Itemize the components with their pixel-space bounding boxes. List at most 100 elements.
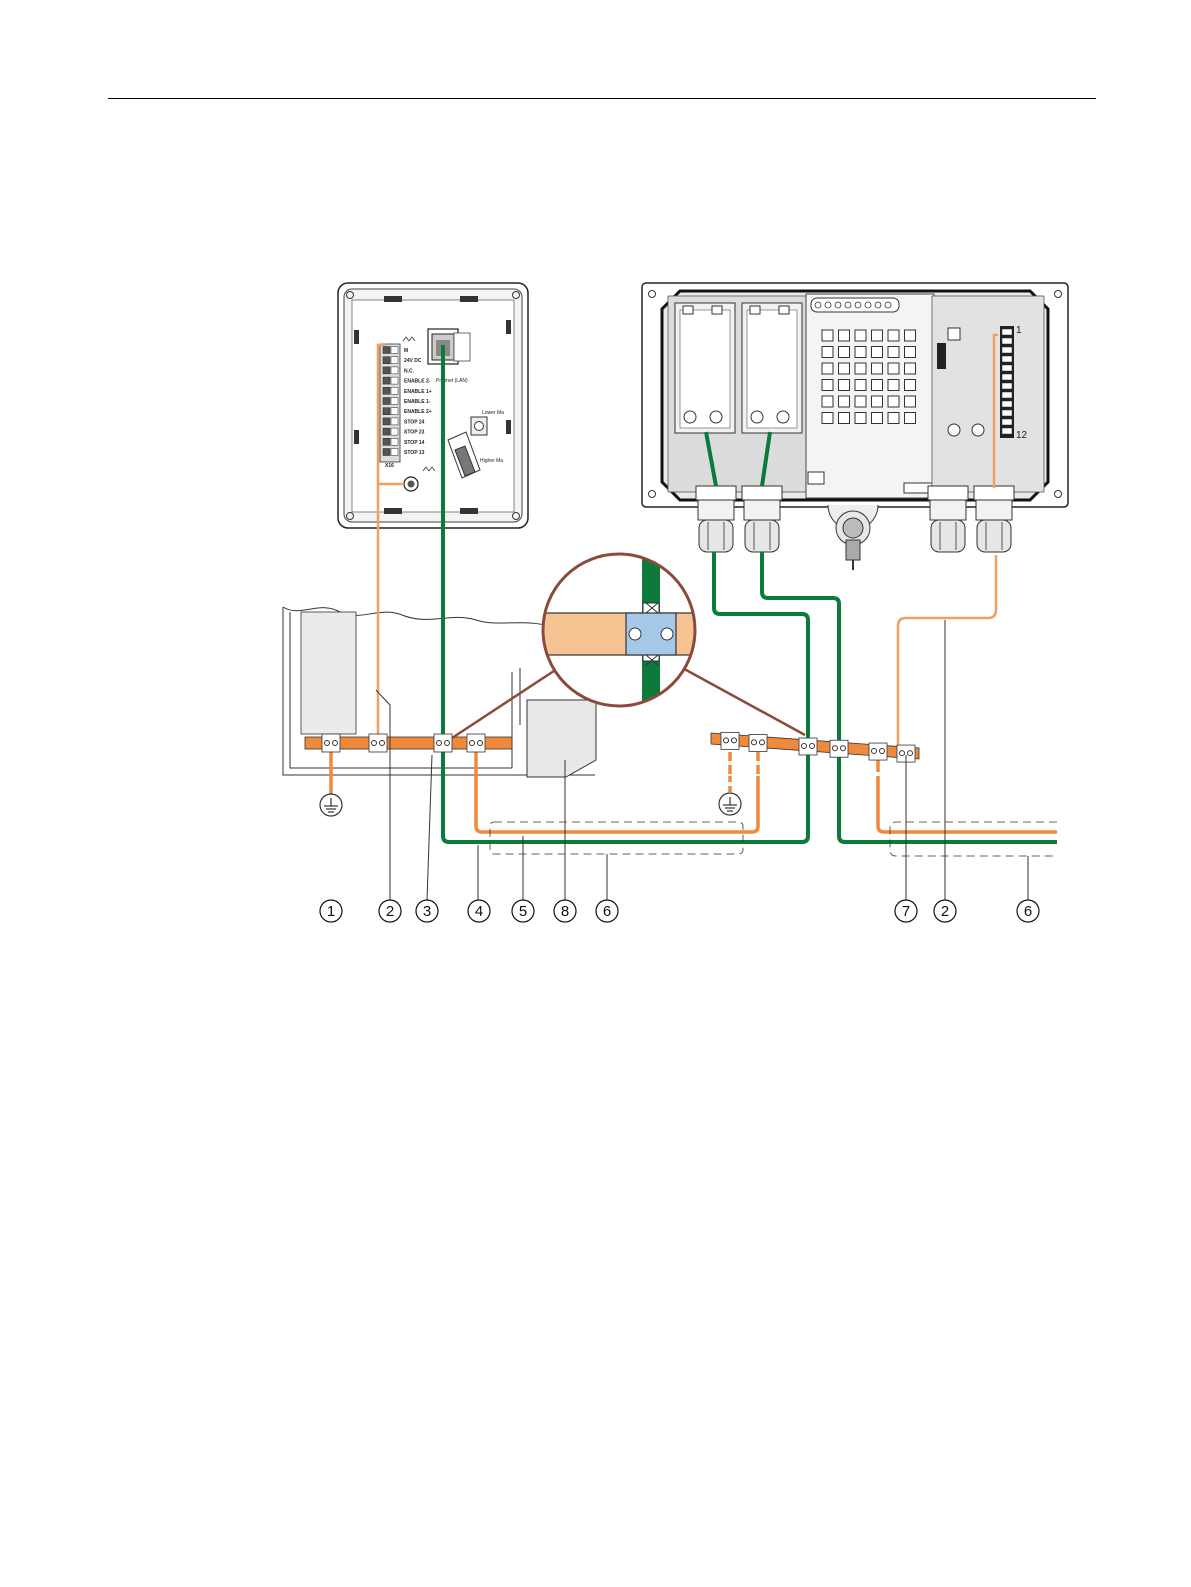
gland-cap — [931, 520, 965, 552]
vent-slot — [872, 396, 883, 407]
clamp-screw — [478, 741, 483, 746]
vent-slot — [888, 363, 899, 374]
callout-marker: 7 — [895, 900, 917, 922]
vent-slot — [822, 380, 833, 391]
clamp-screw — [752, 740, 757, 745]
terminal-block — [383, 438, 390, 445]
callout-marker: 5 — [512, 900, 534, 922]
vent-slot — [839, 380, 850, 391]
vent-slot — [872, 330, 883, 341]
gland-body — [744, 500, 780, 520]
vent-slot — [855, 396, 866, 407]
clamp-screw — [810, 743, 815, 748]
led-indicator — [815, 302, 821, 308]
terminal-block — [383, 408, 390, 415]
lower-label: Lower Ma — [482, 410, 504, 416]
callout-number: 2 — [941, 903, 949, 920]
led-indicator — [865, 302, 871, 308]
terminal-screw — [1002, 347, 1012, 353]
clamp-screw — [908, 751, 913, 756]
callout-number: 3 — [423, 903, 431, 920]
clamp-screw — [872, 749, 877, 754]
gland-nut — [742, 486, 782, 500]
higher-label: Higher Ma — [480, 458, 503, 464]
vent-slot — [839, 396, 850, 407]
pin-last-label: 12 — [1016, 430, 1028, 441]
vent-slot — [822, 396, 833, 407]
vent-slot — [855, 347, 866, 358]
cable-envelope — [490, 822, 1057, 856]
callout-number: 5 — [519, 903, 527, 920]
vent-slot — [822, 363, 833, 374]
vent-slot — [839, 347, 850, 358]
terminal-screw — [1002, 419, 1012, 425]
terminal-screw — [391, 418, 398, 425]
vent-slot — [839, 363, 850, 374]
terminal-screw — [1002, 374, 1012, 380]
gland-cap — [977, 520, 1011, 552]
pin-first-label: 1 — [1016, 325, 1022, 336]
vent-slot — [855, 380, 866, 391]
gland-body — [930, 500, 966, 520]
vent-slot — [855, 330, 866, 341]
clamp-screw — [724, 738, 729, 743]
led-indicator — [825, 302, 831, 308]
terminal-screw — [391, 428, 398, 435]
controller-unit: 1 12 — [642, 283, 1068, 570]
clamp-screw — [802, 743, 807, 748]
callout-number: 7 — [902, 903, 910, 920]
led-indicator — [855, 302, 861, 308]
terminal-label: 24V DC — [404, 358, 422, 364]
callout-marker: 2 — [934, 900, 956, 922]
callout-marker: 8 — [554, 900, 576, 922]
lan-label: Profinet (LAN) — [436, 378, 468, 384]
vent-slot — [855, 363, 866, 374]
callout-number: 8 — [561, 903, 569, 920]
clamp-screw — [372, 741, 377, 746]
terminal-screw — [391, 357, 398, 364]
vent-slot — [872, 413, 883, 424]
terminal-screw — [1002, 365, 1012, 371]
terminal-label: STOP 14 — [404, 440, 425, 446]
terminal-block — [383, 449, 390, 456]
vent-slot — [905, 363, 916, 374]
vent-slot — [822, 347, 833, 358]
terminal-label: ENABLE 2+ — [404, 409, 432, 415]
vent-slot — [905, 347, 916, 358]
vent-slot — [822, 330, 833, 341]
terminal-screw — [1002, 428, 1012, 434]
clamp-screw — [760, 740, 765, 745]
gland-cap — [699, 520, 733, 552]
protective-earth-icon — [320, 793, 741, 816]
vent-slot — [905, 413, 916, 424]
vent-slot — [872, 347, 883, 358]
shield-bus-bar-right — [711, 732, 919, 762]
clamp-screw — [732, 738, 737, 743]
terminal-label: M — [404, 348, 408, 354]
vent-slot — [839, 330, 850, 341]
zoom-detail-icon — [452, 552, 805, 738]
clamp-screw — [880, 749, 885, 754]
callout-number: 6 — [603, 903, 611, 920]
callout-marker: 6 — [596, 900, 618, 922]
terminal-block — [383, 367, 390, 374]
callout-marker: 1 — [320, 900, 342, 922]
terminal-screw — [391, 367, 398, 374]
vent-slot — [839, 413, 850, 424]
terminal-screw — [1002, 383, 1012, 389]
terminal-block — [383, 377, 390, 384]
led-indicator — [835, 302, 841, 308]
callout-marker: 2 — [379, 900, 401, 922]
vent-slot — [872, 363, 883, 374]
vent-slot — [888, 380, 899, 391]
callout-number: 2 — [386, 903, 394, 920]
led-indicator — [885, 302, 891, 308]
clamp-screw — [333, 741, 338, 746]
vent-slot — [905, 380, 916, 391]
gland-nut — [974, 486, 1014, 500]
terminal-screw — [1002, 356, 1012, 362]
terminal-block — [383, 357, 390, 364]
clamp-screw — [445, 741, 450, 746]
